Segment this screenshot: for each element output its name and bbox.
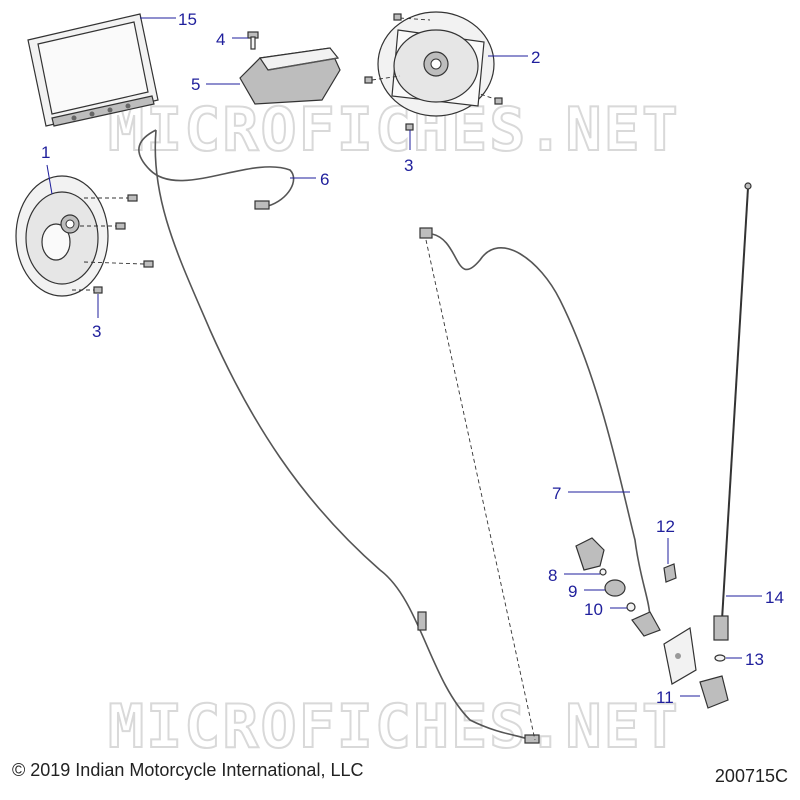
callout-12: 12 — [656, 517, 675, 536]
callout-15: 15 — [178, 10, 197, 29]
washer — [604, 579, 626, 597]
amplifier-module — [239, 47, 341, 105]
harness — [138, 129, 540, 744]
callout-13: 13 — [745, 650, 764, 669]
display-unit — [27, 13, 159, 127]
callout-9: 9 — [568, 582, 577, 601]
copyright-notice: © 2019 Indian Motorcycle International, … — [12, 760, 364, 780]
callout-3-left: 3 — [92, 322, 101, 341]
callout-5: 5 — [191, 75, 200, 94]
callout-1: 1 — [41, 143, 50, 162]
screws-top — [364, 13, 503, 131]
antenna-mast — [713, 182, 752, 641]
nut — [575, 537, 605, 571]
nut-small — [714, 654, 726, 662]
washer-small-8 — [599, 568, 607, 576]
bolt — [247, 31, 259, 50]
bracket — [663, 627, 697, 685]
watermark-bottom: MICROFICHES.NET — [108, 692, 680, 762]
leader-1 — [46, 164, 53, 195]
clip — [663, 563, 677, 583]
washer-small — [626, 602, 636, 612]
antenna-cable — [419, 227, 661, 741]
screws-left — [72, 194, 154, 294]
callout-10: 10 — [584, 600, 603, 619]
callout-8: 8 — [548, 566, 557, 585]
callout-3-top: 3 — [404, 156, 413, 175]
antenna-base-cover — [699, 675, 729, 709]
callout-14: 14 — [765, 588, 784, 607]
callout-4: 4 — [216, 30, 225, 49]
speaker-right — [377, 11, 495, 117]
callout-6: 6 — [320, 170, 329, 189]
watermark-top: MICROFICHES.NET — [108, 95, 680, 165]
callout-7: 7 — [552, 484, 561, 503]
speaker-left — [15, 175, 109, 297]
callout-2: 2 — [531, 48, 540, 67]
drawing-number: 200715C — [714, 766, 788, 786]
callout-11: 11 — [656, 688, 674, 707]
